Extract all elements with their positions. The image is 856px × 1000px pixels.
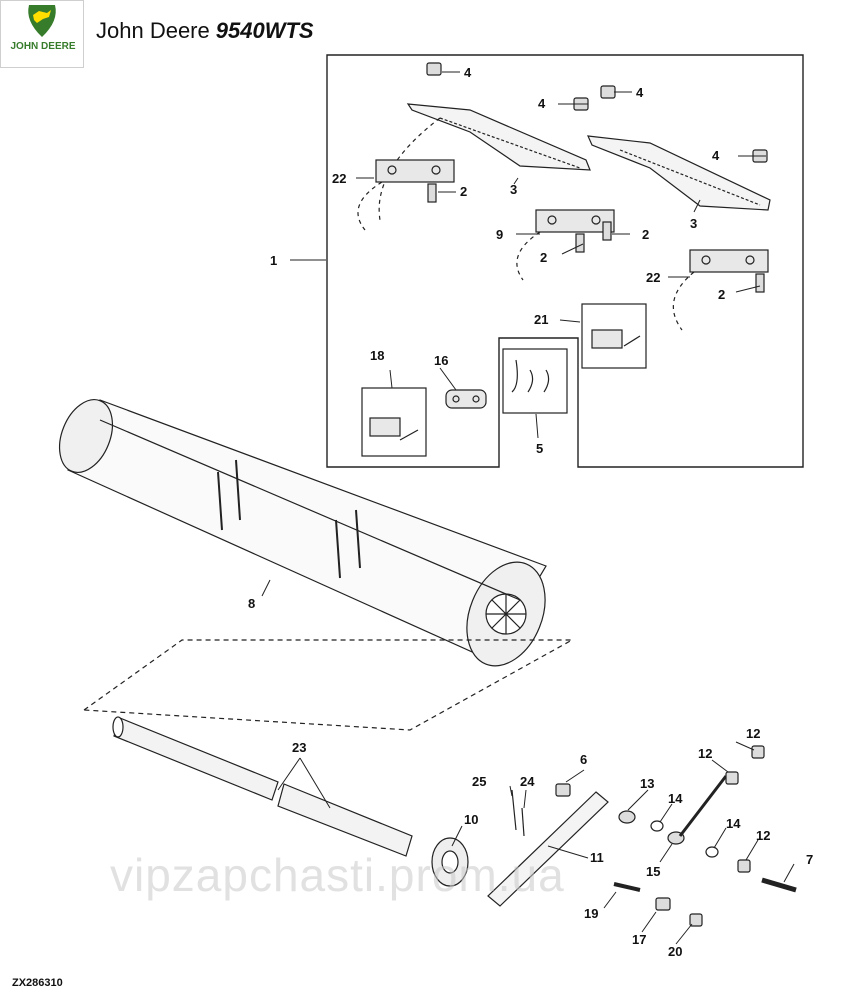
link-plate-16 — [445, 389, 487, 409]
callout-6: 6 — [580, 752, 587, 767]
callout-2: 2 — [718, 287, 725, 302]
callout-8: 8 — [248, 596, 255, 611]
callout-4: 4 — [636, 85, 644, 100]
callout-3: 3 — [690, 216, 697, 231]
callout-2: 2 — [642, 227, 649, 242]
figure-id: ZX286310 — [12, 977, 63, 989]
callout-1: 1 — [270, 253, 277, 268]
hardware-stack — [555, 745, 797, 927]
callout-4: 4 — [464, 65, 472, 80]
connector-link-21 — [591, 329, 641, 349]
john-deere-logo: JOHN DEERE — [0, 0, 84, 68]
callout-12: 12 — [746, 726, 760, 741]
deer-emblem-icon — [28, 5, 56, 37]
callout-19: 19 — [584, 906, 598, 921]
callout-14: 14 — [668, 791, 683, 806]
kit-frame — [326, 54, 804, 468]
leader-lines — [261, 71, 795, 945]
chain-link-9 — [535, 209, 615, 233]
callout-23: 23 — [292, 740, 306, 755]
brand-name: JOHN DEERE — [10, 41, 76, 52]
callout-9: 9 — [496, 227, 503, 242]
pin-24 — [521, 807, 525, 837]
callout-3: 3 — [510, 182, 517, 197]
watermark: vipzapchasti.prom.ua — [110, 849, 565, 901]
callout-24: 24 — [520, 774, 535, 789]
cotter-25 — [511, 789, 517, 831]
callout-22: 22 — [646, 270, 660, 285]
box-21 — [581, 303, 647, 369]
model-label: 9540WTS — [215, 18, 314, 43]
callout-25: 25 — [472, 774, 486, 789]
callout-15: 15 — [646, 864, 660, 879]
box-18 — [361, 387, 427, 457]
callout-4: 4 — [712, 148, 720, 163]
callout-2: 2 — [540, 250, 547, 265]
callout-11: 11 — [590, 850, 604, 865]
callout-5: 5 — [536, 441, 543, 456]
slat-left — [378, 103, 591, 221]
callout-18: 18 — [370, 348, 384, 363]
callout-17: 17 — [632, 932, 646, 947]
callout-13: 13 — [640, 776, 654, 791]
callout-22: 22 — [332, 171, 346, 186]
arm-11 — [487, 791, 609, 907]
bolt-2 — [427, 183, 765, 293]
make-label: John Deere — [96, 18, 210, 43]
chain-pins-5 — [511, 359, 550, 393]
callout-16: 16 — [434, 353, 448, 368]
bearing-10 — [431, 837, 469, 887]
callout-12: 12 — [698, 746, 712, 761]
projection-outline — [82, 639, 575, 731]
callout-10: 10 — [464, 812, 478, 827]
callout-20: 20 — [668, 944, 682, 959]
connector-link-18 — [369, 417, 419, 441]
callout-2: 2 — [460, 184, 467, 199]
drum-8 — [58, 399, 547, 667]
callout-14: 14 — [726, 816, 741, 831]
box-5 — [502, 348, 568, 414]
chain-link-22-bottom — [689, 249, 769, 273]
callout-12: 12 — [756, 828, 770, 843]
slat-right — [587, 135, 771, 211]
callout-7: 7 — [806, 852, 813, 867]
chain-link-22-top — [375, 159, 455, 183]
callout-21: 21 — [534, 312, 548, 327]
callout-4: 4 — [538, 96, 546, 111]
shaft-23 — [112, 716, 413, 857]
